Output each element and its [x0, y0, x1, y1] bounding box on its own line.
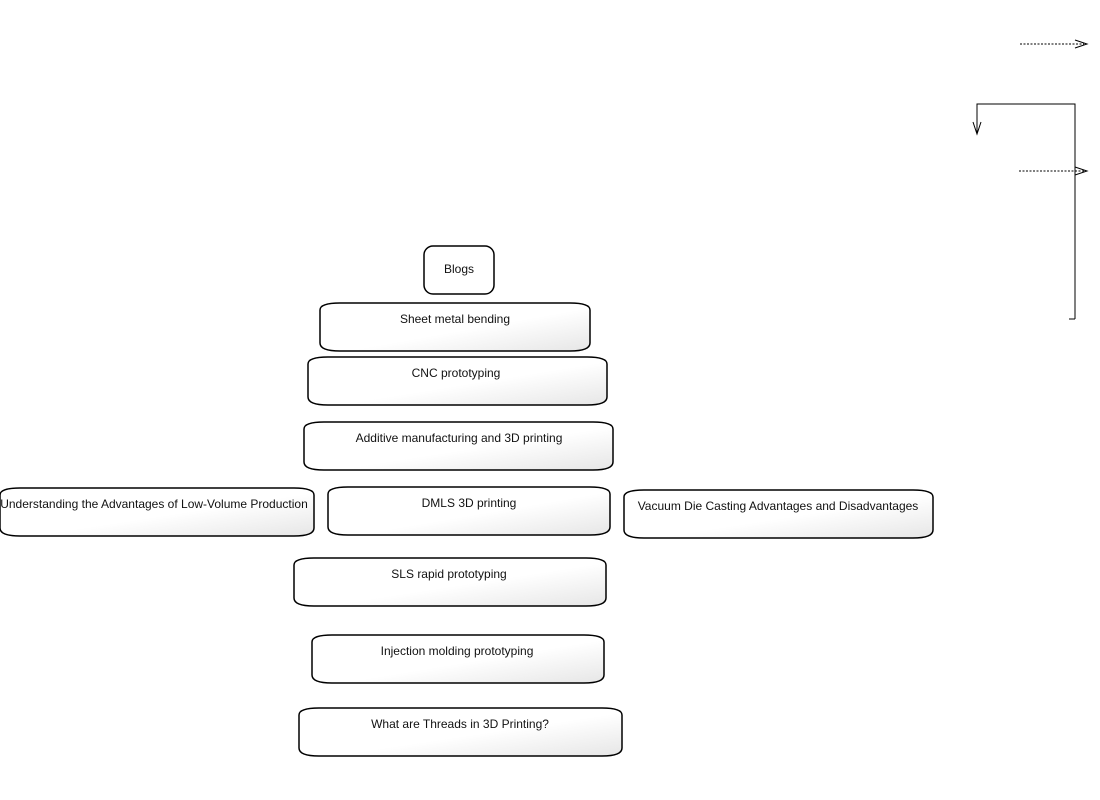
node-threads-3d-printing[interactable]: What are Threads in 3D Printing? — [298, 707, 623, 757]
node-vacuum-die-casting-label: Vacuum Die Casting Advantages and Disadv… — [638, 499, 919, 513]
node-low-volume-production-label: Understanding the Advantages of Low-Volu… — [0, 497, 308, 511]
node-sls-rapid-prototyping-label: SLS rapid prototyping — [391, 567, 506, 581]
node-additive-manufacturing[interactable]: Additive manufacturing and 3D printing — [303, 421, 614, 471]
node-injection-molding[interactable]: Injection molding prototyping — [311, 634, 605, 684]
elbow-arrow-connector[interactable] — [972, 103, 1076, 320]
node-dmls-3d-printing[interactable]: DMLS 3D printing — [327, 486, 611, 536]
node-sheet-metal-bending[interactable]: Sheet metal bending — [319, 302, 591, 352]
node-low-volume-production[interactable]: Understanding the Advantages of Low-Volu… — [0, 487, 315, 537]
node-vacuum-die-casting[interactable]: Vacuum Die Casting Advantages and Disadv… — [623, 489, 934, 539]
node-sheet-metal-bending-label: Sheet metal bending — [400, 312, 510, 326]
node-blogs[interactable]: Blogs — [423, 245, 495, 295]
dotted-arrow-connector-top[interactable] — [1020, 39, 1089, 49]
node-dmls-3d-printing-label: DMLS 3D printing — [422, 496, 517, 510]
node-injection-molding-label: Injection molding prototyping — [381, 644, 534, 658]
node-threads-3d-printing-label: What are Threads in 3D Printing? — [371, 717, 549, 731]
node-cnc-prototyping[interactable]: CNC prototyping — [307, 356, 608, 406]
node-additive-manufacturing-label: Additive manufacturing and 3D printing — [356, 431, 563, 445]
node-cnc-prototyping-label: CNC prototyping — [412, 366, 501, 380]
node-sls-rapid-prototyping[interactable]: SLS rapid prototyping — [293, 557, 607, 607]
node-blogs-label: Blogs — [444, 262, 474, 276]
dotted-arrow-connector-middle[interactable] — [1019, 166, 1089, 176]
